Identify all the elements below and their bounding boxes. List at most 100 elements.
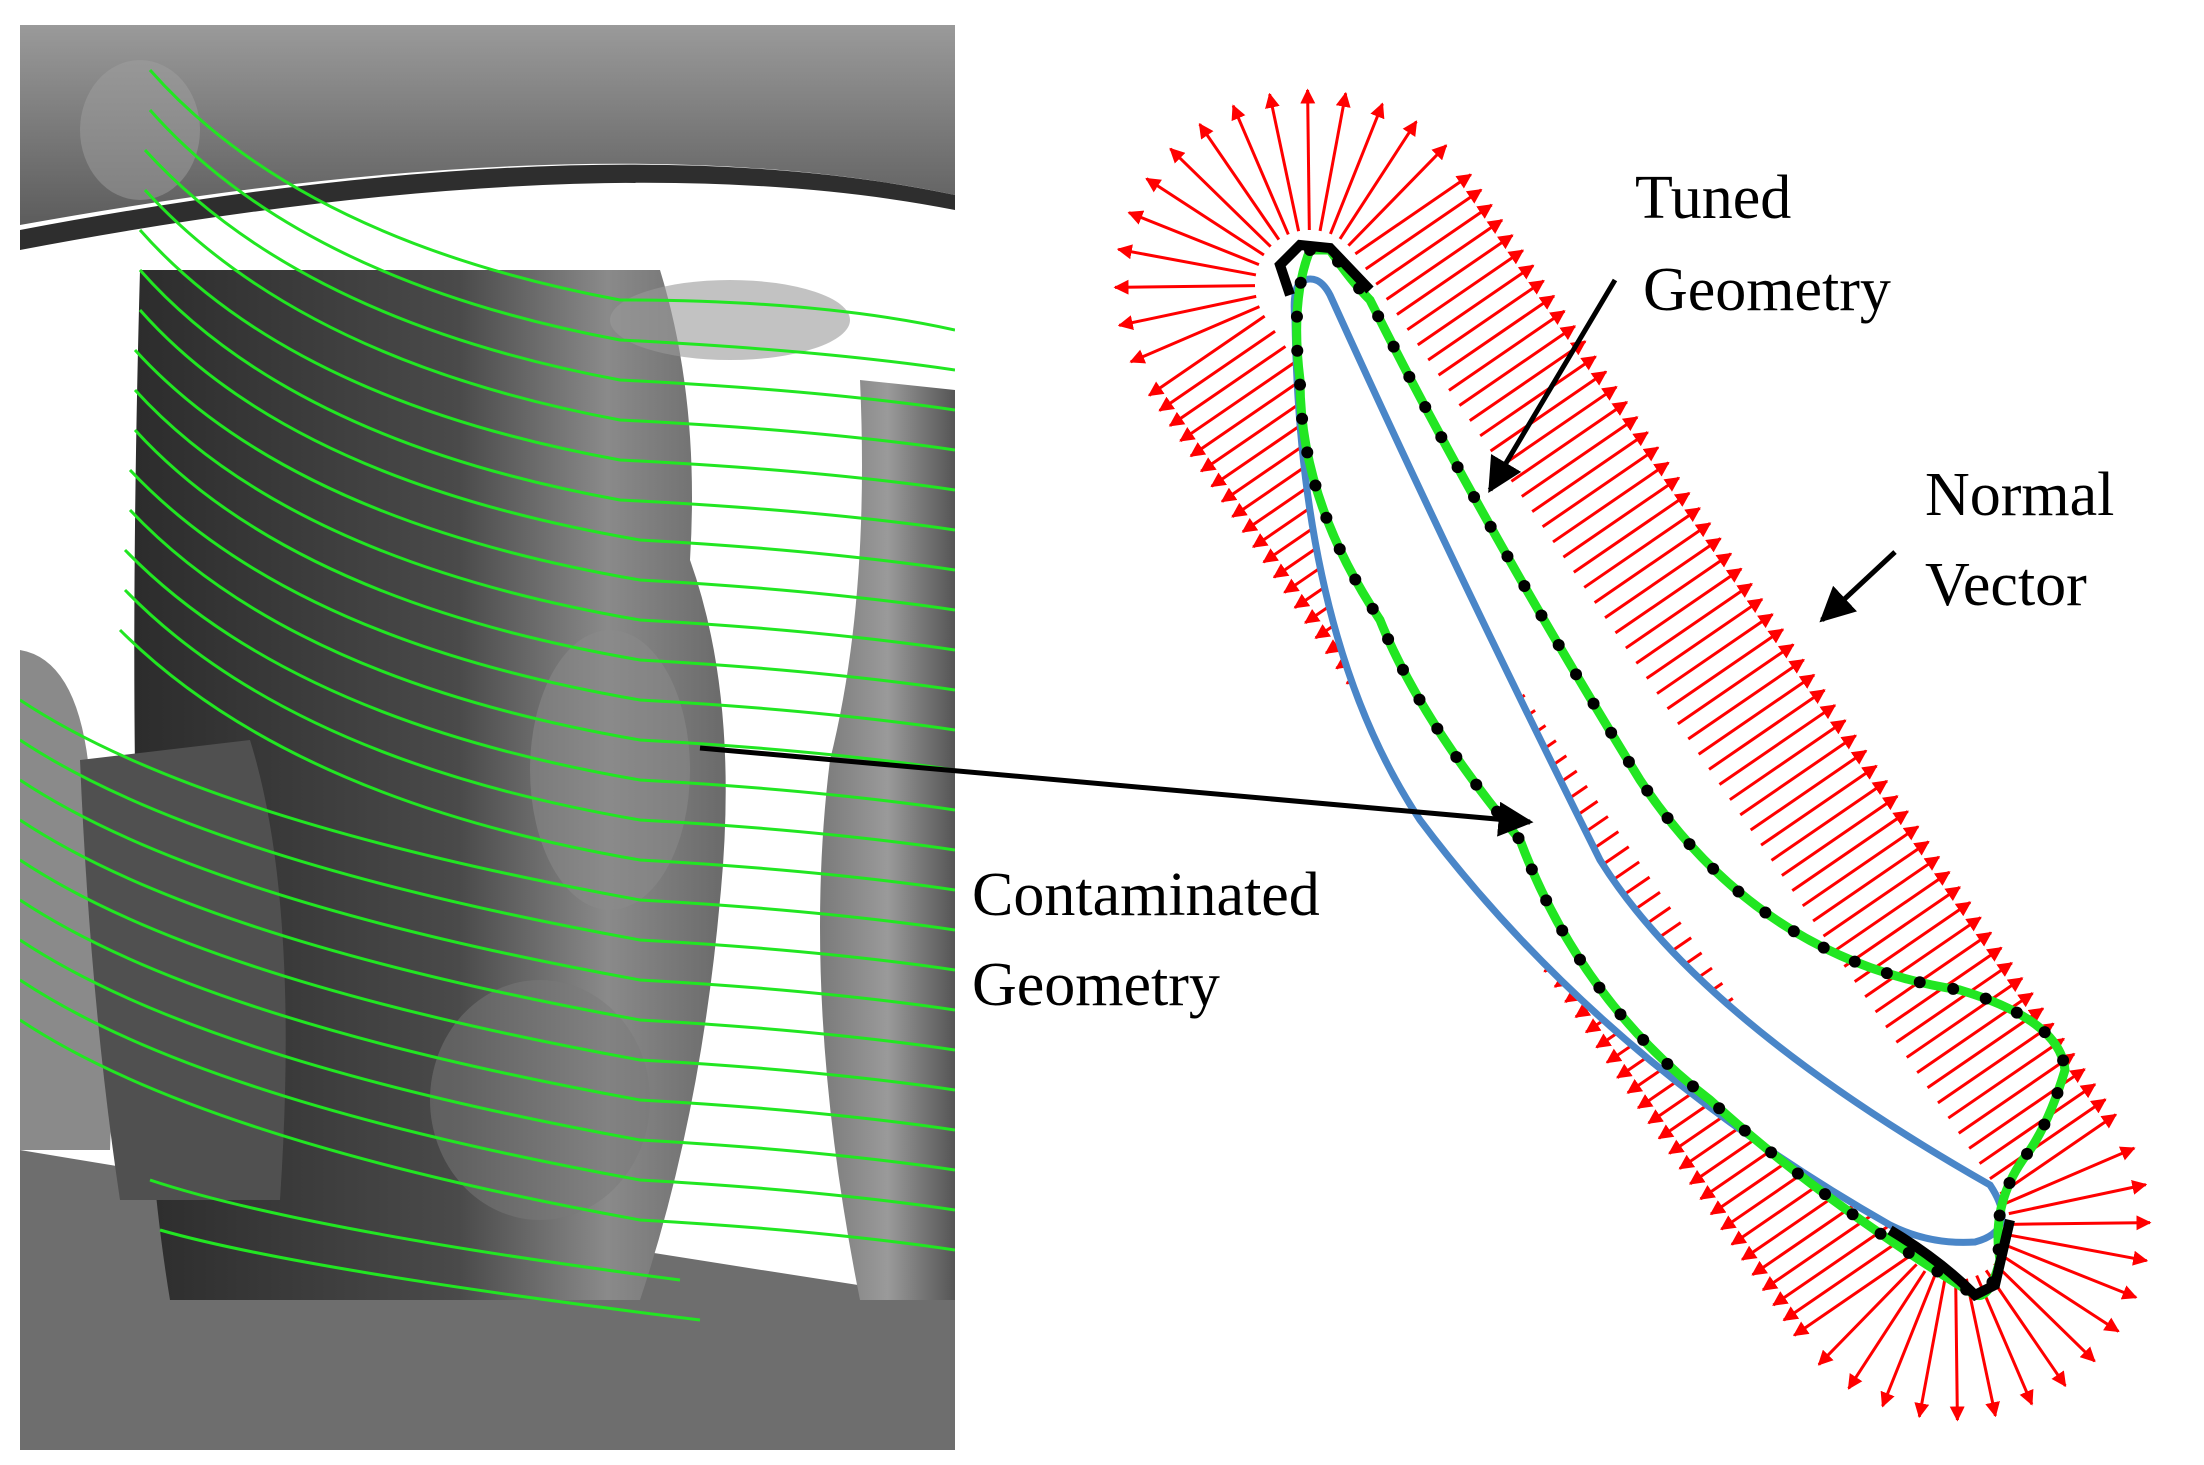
tuned-geometry-point	[1641, 784, 1654, 797]
normal-vector-arrow	[1880, 1275, 1936, 1408]
tuned-geometry-point	[1366, 602, 1379, 615]
tuned-geometry-point	[1637, 1033, 1650, 1046]
normal-vector-arrow	[1300, 88, 1316, 231]
tuned-geometry-point	[2038, 1026, 2051, 1039]
normal-vector-arrow	[1984, 1269, 2067, 1388]
tuned-geometry-point	[1947, 982, 1960, 995]
normal-vector-arrow	[1129, 305, 1261, 364]
tuned-geometry-point	[1468, 490, 1481, 503]
normal-vector-arrow	[1479, 355, 1597, 438]
tuned-geometry-point	[1396, 663, 1409, 676]
normal-vector-arrow	[1458, 325, 1577, 407]
tuned-geometry-point	[1512, 832, 1525, 845]
normal-vector-arrow	[1510, 400, 1629, 483]
tuned-geometry-point	[2057, 1054, 2070, 1067]
normal-vector-arrow	[1396, 234, 1514, 316]
normal-vector-arrow	[1437, 294, 1556, 377]
normal-vector-arrow	[1914, 1278, 1947, 1419]
tuned-geometry-point	[1294, 378, 1307, 391]
normal-vector-arrow	[1677, 643, 1795, 726]
tuned-geometry-point	[1470, 778, 1483, 791]
tuned-geometry-point	[1573, 953, 1586, 966]
tuned-geometry-point	[1290, 310, 1303, 323]
tuned-geometry-point	[1333, 543, 1346, 556]
normal-vector-arrow	[1916, 992, 2034, 1074]
normal-vector-arrow	[1127, 210, 1260, 266]
tuned-geometry-point	[1605, 726, 1618, 739]
normal-vector-arrow	[1145, 177, 1265, 257]
tuned-geometry-point	[1403, 370, 1416, 383]
normal-vector-arrow	[1978, 1083, 2097, 1165]
contaminated-label-line2: Geometry	[972, 951, 1220, 1019]
tuned-geometry-point	[1846, 1208, 1859, 1221]
normal-vector-arrow	[1406, 249, 1525, 331]
normal-vector-arrow	[1989, 1098, 2107, 1180]
tuned-geometry-point	[1848, 955, 1861, 968]
tuned-geometry-point	[1491, 805, 1504, 818]
normal-vector-arrow	[1169, 147, 1272, 248]
normal-vector-arrow	[1416, 264, 1535, 347]
normal-vector-arrow	[1772, 1224, 1890, 1307]
tuned-geometry-point	[2021, 1147, 2034, 1160]
tuned-geometry-point	[1791, 1167, 1804, 1180]
normal-vector-arrow	[1843, 886, 1961, 968]
normal-vector-arrow	[1949, 1279, 1965, 1422]
normal-vector-arrow	[1552, 461, 1670, 544]
normal-vector-arrow	[1347, 144, 1448, 247]
tuned-geometry-point	[1787, 925, 1800, 938]
normal-vector-arrow	[1957, 1052, 2076, 1135]
normal-vector-arrow	[1179, 360, 1297, 443]
normal-vector-arrow	[1817, 1263, 1918, 1366]
tuned-geometry-point	[1552, 638, 1565, 651]
normal-vector-arrow	[1905, 976, 2024, 1059]
normal-vector-arrow	[1656, 613, 1774, 695]
normal-vector-arrow	[1375, 203, 1493, 286]
tuned-geometry-point	[2038, 1118, 2051, 1131]
normal-vector-arrow	[1666, 628, 1785, 710]
tuned-geometry-point	[1819, 1188, 1832, 1201]
normal-vector-arrow	[1468, 340, 1587, 422]
tuned-geometry-point	[1570, 668, 1583, 681]
normal-vector-arrow	[1318, 91, 1351, 232]
normal-vector-arrow	[1739, 734, 1857, 817]
normal-vector-arrow	[1718, 704, 1837, 786]
normal-vector-arrow	[1168, 345, 1287, 427]
normal-vector-arrow	[1697, 673, 1816, 756]
tuned-geometry-point	[1294, 276, 1307, 289]
normal-vector-arrow	[1791, 810, 1909, 892]
tuned-geometry-point	[1387, 340, 1400, 353]
normal-vector-arrow	[1113, 279, 1256, 295]
normal-label-line1: Normal	[1925, 461, 2114, 529]
tuned-geometry-point	[1765, 1146, 1778, 1159]
tuned-geometry-point	[1372, 310, 1385, 323]
tuned-geometry-point	[1435, 431, 1448, 444]
normal-label-line2: Vector	[1925, 551, 2087, 619]
tuned-geometry-point	[1484, 520, 1497, 533]
normal-vector-arrow	[1231, 104, 1290, 236]
tuned-label-line2: Geometry	[1643, 256, 1891, 324]
tuned-arrow-line	[1487, 278, 1618, 494]
tuned-geometry-point	[1296, 412, 1309, 425]
tuned-geometry-point	[1291, 344, 1304, 357]
tuned-geometry-point	[1587, 697, 1600, 710]
tuned-geometry-point	[1686, 1080, 1699, 1093]
normal-vector-arrow	[1520, 416, 1639, 498]
tuned-geometry-point	[1661, 812, 1674, 825]
tuned-geometry-point	[1413, 693, 1426, 706]
tuned-geometry-point	[1501, 550, 1514, 563]
contaminated-label-line1: Contaminated	[972, 861, 1320, 929]
normal-vector-arrow	[1531, 431, 1649, 513]
tuned-geometry-point	[1913, 976, 1926, 989]
normal-vector-arrow	[1489, 370, 1608, 453]
contaminated-surface-render	[20, 25, 955, 1450]
normal-vector-arrow	[1937, 1022, 2055, 1105]
tuned-geometry-point	[1817, 941, 1830, 954]
normal-vector-arrow	[1427, 279, 1545, 362]
normal-arrow-line	[1819, 550, 1897, 623]
normal-vector-arrow	[1116, 244, 1257, 277]
tuned-geometry-point	[1451, 461, 1464, 474]
normal-vector-arrow	[1801, 825, 1920, 908]
normal-vector-arrow	[1687, 658, 1805, 741]
tuned-geometry-point	[1309, 479, 1322, 492]
